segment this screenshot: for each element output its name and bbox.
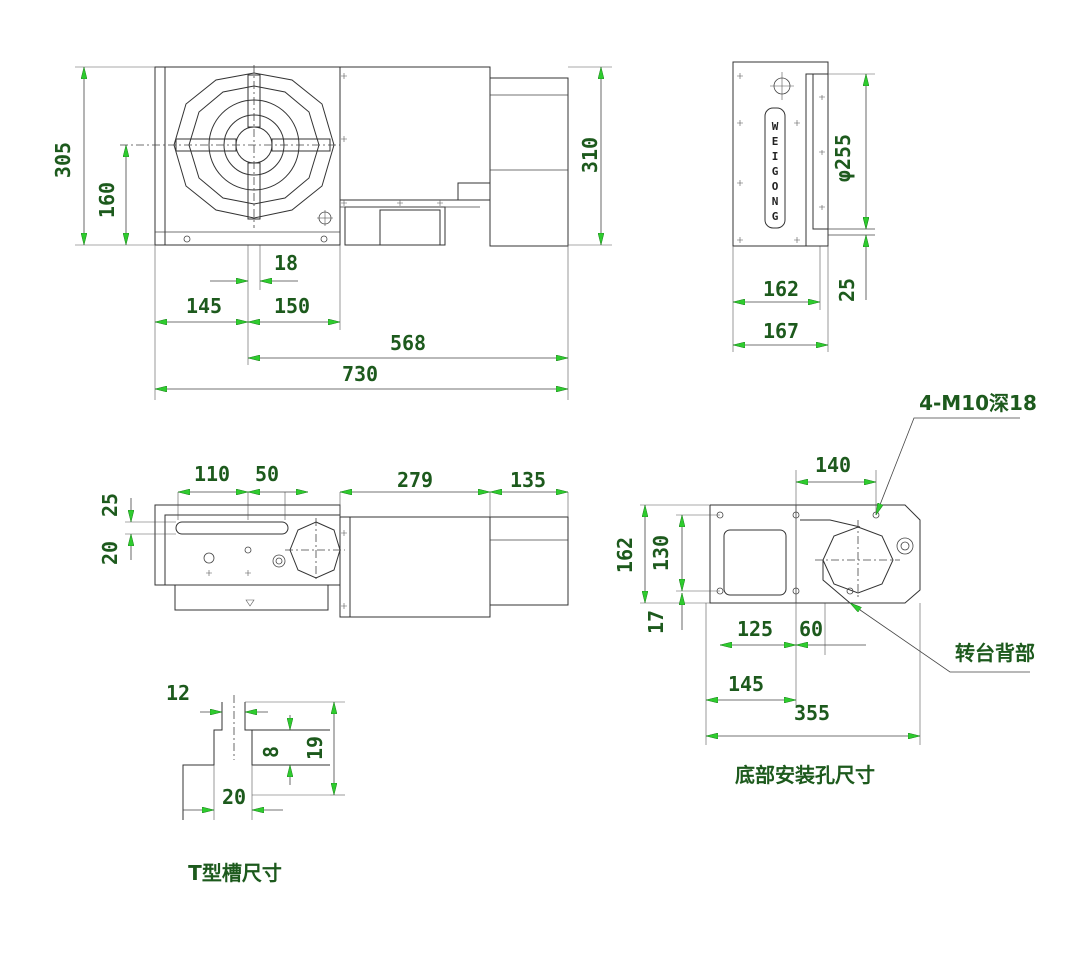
brand-letter: I [772,150,779,163]
dim-279: 279 [397,468,433,492]
rotary-table-face [120,65,340,228]
dim-19: 19 [303,736,327,760]
brand-letter: W [772,120,779,133]
hole-spec-label: 4-M10深18 [919,391,1037,415]
housing-studs [341,73,443,206]
dim-355: 355 [794,701,830,725]
dim-310: 310 [578,137,602,173]
dim-18: 18 [274,251,298,275]
dim-110: 110 [194,462,230,486]
brand-letter: O [772,180,779,193]
dim-dia255: φ255 [831,134,855,182]
dim-25-side: 25 [835,278,859,302]
brand-letter: N [772,195,779,208]
top-view: 110 50 279 135 25 20 [98,462,569,618]
dim-568: 568 [390,331,426,355]
dim-160: 160 [95,182,119,218]
dim-50: 50 [255,462,279,486]
brand-letter: E [772,135,779,148]
brand-letter: G [772,210,779,223]
base-caption: 底部安装孔尺寸 [735,763,875,787]
tslot-detail: 12 19 8 20 T型槽尺寸 [166,681,345,885]
dim-145-base: 145 [728,672,764,696]
dim-135: 135 [510,468,546,492]
base-mount-holes [716,511,880,595]
rear-label: 转台背部 [955,641,1035,665]
dim-17: 17 [644,610,668,634]
dim-305: 305 [51,142,75,178]
dim-125: 125 [737,617,773,641]
dim-140: 140 [815,453,851,477]
dim-20-top: 20 [98,541,122,565]
tslot-caption: T型槽尺寸 [188,861,282,885]
dim-162-side: 162 [763,277,799,301]
dim-25-top: 25 [98,493,122,517]
dim-130: 130 [649,535,673,571]
dim-145-front: 145 [186,294,222,318]
dim-60: 60 [799,617,823,641]
front-view: 305 160 310 18 145 150 568 730 [51,65,612,400]
dim-8: 8 [259,746,283,758]
dim-12: 12 [166,681,190,705]
dim-730: 730 [342,362,378,386]
base-view: 140 162 130 17 125 60 145 355 4-M10深18 转… [613,391,1037,787]
brand-letter: G [772,165,779,178]
dim-150: 150 [274,294,310,318]
brand-plate: W E I G O N G [772,120,779,223]
side-studs [737,73,825,243]
dim-167: 167 [763,319,799,343]
side-view: W E I G O N G φ255 162 167 [732,61,875,352]
dim-20-tslot: 20 [222,785,246,809]
dim-162-base: 162 [613,537,637,573]
